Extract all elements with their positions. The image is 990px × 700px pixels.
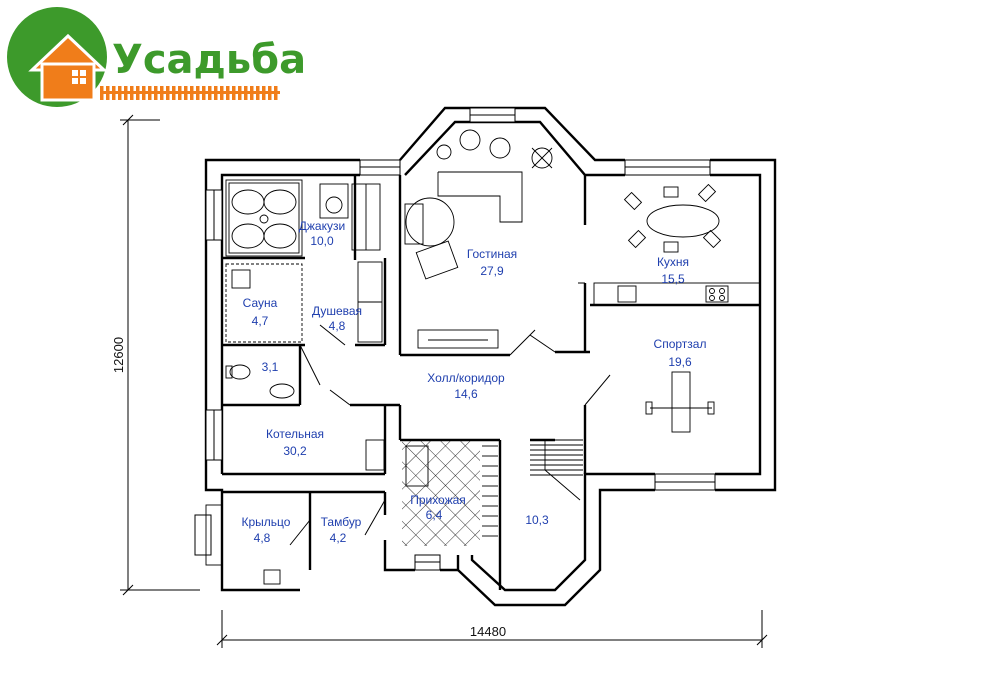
room-area: 27,9	[480, 264, 504, 278]
room-area: 15,5	[661, 272, 685, 286]
room-label-kitchen: Кухня 15,5	[657, 255, 689, 286]
room-label-wc: 3,1	[262, 360, 279, 374]
room-name: Джакузи	[299, 219, 345, 233]
porch-steps-icon	[205, 504, 281, 585]
room-name: Прихожая	[410, 493, 466, 507]
shoe-cabinet-icon	[405, 445, 429, 487]
plants-icon	[436, 129, 553, 169]
toilet-icon	[225, 364, 251, 380]
room-label-gym: Спортзал 19,6	[654, 337, 707, 369]
room-name: Гостиная	[467, 247, 517, 261]
windows	[194, 107, 716, 571]
room-label-boiler: Котельная 30,2	[266, 427, 324, 458]
exercise-bench-icon	[645, 371, 715, 433]
house-icon	[28, 33, 108, 102]
dimension-width-label: 14480	[470, 624, 506, 639]
picket-fence-icon	[100, 86, 280, 100]
dimension-width: 14480	[216, 610, 768, 648]
room-area: 3,1	[262, 360, 279, 374]
room-name: Кухня	[657, 255, 689, 269]
room-name: Душевая	[312, 304, 362, 318]
room-label-living: Гостиная 27,9	[467, 247, 517, 278]
boiler-unit-icon	[365, 439, 385, 471]
room-area: 10,0	[310, 234, 334, 248]
entry-tile-floor	[402, 440, 480, 546]
room-area: 10,3	[525, 513, 549, 527]
brand-logo: Усадьба	[7, 7, 306, 107]
staircase-icon	[482, 439, 583, 537]
room-name: Спортзал	[654, 337, 707, 351]
room-label-sauna: Сауна 4,7	[243, 296, 278, 328]
room-label-porch: Крыльцо 4,8	[242, 515, 291, 545]
room-area: 14,6	[454, 387, 478, 401]
sauna-bench-icon	[225, 263, 303, 343]
room-label-stair: 10,3	[525, 513, 549, 527]
dimension-height-label: 12600	[111, 337, 126, 373]
room-label-shower: Душевая 4,8	[312, 304, 362, 333]
door-swings	[289, 282, 611, 546]
room-label-jacuzzi: Джакузи 10,0	[299, 219, 345, 248]
room-label-entry: Прихожая 6,4	[410, 493, 466, 522]
room-area: 30,2	[283, 444, 307, 458]
room-label-vestibule: Тамбур 4,2	[321, 515, 362, 545]
room-area: 4,2	[330, 531, 347, 545]
room-area: 4,8	[254, 531, 271, 545]
room-area: 19,6	[668, 355, 692, 369]
room-area: 6,4	[426, 508, 443, 522]
tv-stand-icon	[417, 329, 499, 349]
armchair-round-table-icon	[404, 197, 459, 280]
room-area: 4,7	[252, 314, 269, 328]
room-name: Котельная	[266, 427, 324, 441]
washbasin-icon	[319, 183, 349, 219]
room-name: Холл/коридор	[427, 371, 505, 385]
shower-tray-icon	[357, 261, 383, 343]
sink-icon	[269, 383, 295, 399]
jacuzzi-tub-icon	[225, 179, 303, 257]
room-name: Крыльцо	[242, 515, 291, 529]
dining-table-icon	[623, 183, 722, 253]
kitchen-counter-icon	[593, 282, 761, 306]
logo-text: Усадьба	[112, 37, 306, 83]
bench-icon	[351, 183, 381, 251]
room-name: Тамбур	[321, 515, 362, 529]
room-area: 4,8	[329, 319, 346, 333]
room-label-hall: Холл/коридор 14,6	[427, 371, 505, 401]
room-name: Сауна	[243, 296, 278, 310]
interior-walls	[222, 175, 760, 590]
dimension-height: 12600	[111, 114, 200, 596]
sofa-icon	[437, 171, 523, 223]
